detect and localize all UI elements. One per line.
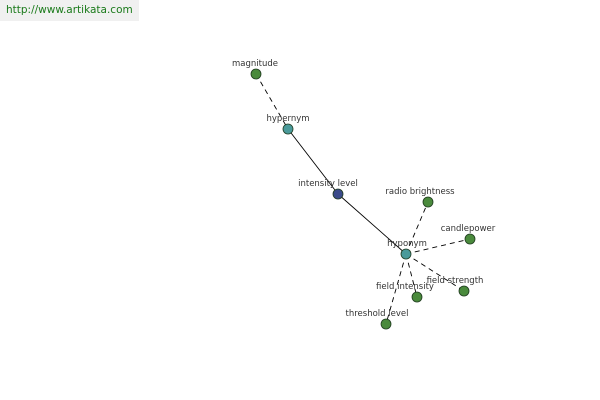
node-label-intensity-level: intensity level <box>298 179 358 189</box>
node-radio-brightness[interactable]: radio brightness <box>385 187 455 208</box>
node-label-field-intensity: field intensity <box>376 282 434 292</box>
node-label-candlepower: candlepower <box>441 224 496 234</box>
node-dot-intensity-level[interactable] <box>332 188 344 200</box>
node-label-hypernym: hypernym <box>266 114 309 124</box>
edge-layer <box>255 73 471 325</box>
node-intensity-level[interactable]: intensity level <box>298 179 358 200</box>
node-magnitude[interactable]: magnitude <box>232 59 278 80</box>
edge-hypernym-intensity-level <box>287 128 339 195</box>
node-candlepower[interactable]: candlepower <box>441 224 496 245</box>
node-label-hyponym: hyponym <box>387 239 427 249</box>
edge-magnitude-hypernym <box>255 73 289 130</box>
node-dot-field-strength[interactable] <box>458 285 470 297</box>
node-threshold-level[interactable]: threshold level <box>346 309 409 330</box>
edge-hyponym-field-strength <box>405 253 465 292</box>
source-url-banner[interactable]: http://www.artikata.com <box>0 0 139 21</box>
node-label-field-strength: field strength <box>427 276 484 286</box>
edge-hyponym-threshold-level <box>385 253 407 325</box>
node-label-threshold-level: threshold level <box>346 309 409 319</box>
edge-hyponym-field-intensity <box>405 253 418 298</box>
node-field-strength[interactable]: field strength <box>427 276 484 297</box>
node-dot-threshold-level[interactable] <box>380 318 392 330</box>
node-dot-field-intensity[interactable] <box>411 291 423 303</box>
node-dot-magnitude[interactable] <box>250 68 262 80</box>
node-dot-candlepower[interactable] <box>464 233 476 245</box>
edge-hyponym-candlepower <box>405 238 471 255</box>
node-hypernym[interactable]: hypernym <box>266 114 310 135</box>
node-label-radio-brightness: radio brightness <box>385 187 455 197</box>
node-label-magnitude: magnitude <box>232 59 278 69</box>
node-dot-hyponym[interactable] <box>400 248 412 260</box>
node-dot-radio-brightness[interactable] <box>422 196 434 208</box>
node-hyponym[interactable]: hyponym <box>387 239 427 260</box>
node-field-intensity[interactable]: field intensity <box>376 282 434 303</box>
edge-intensity-level-hyponym <box>337 193 407 255</box>
edge-hyponym-radio-brightness <box>405 201 429 255</box>
node-layer: magnitude hypernym intensity level hyponym r… <box>232 59 496 330</box>
node-dot-hypernym[interactable] <box>282 123 294 135</box>
